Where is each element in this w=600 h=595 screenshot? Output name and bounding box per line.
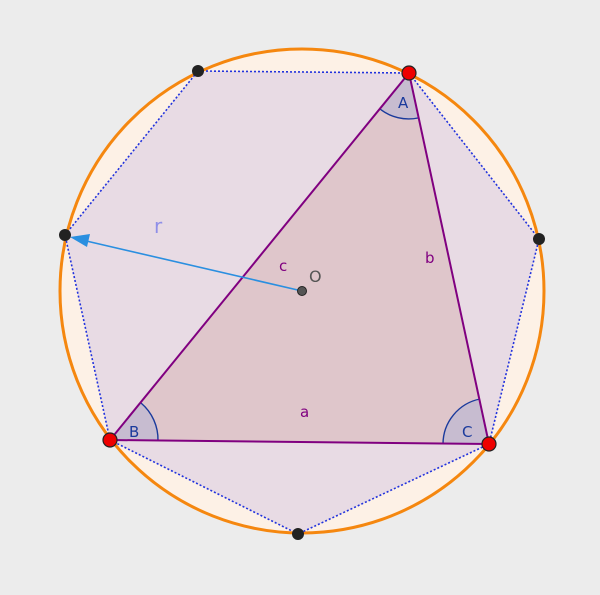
- heptagon-vertex[interactable]: [533, 233, 545, 245]
- radius-line: [81, 239, 303, 292]
- side-a: [109, 439, 490, 445]
- center-label: O: [309, 267, 322, 286]
- side-a-label: a: [300, 403, 309, 421]
- side-c: [109, 72, 410, 441]
- angle-marker-b: [110, 403, 159, 441]
- vertex-b-point[interactable]: [102, 432, 118, 448]
- side-b-label: b: [425, 249, 435, 267]
- side-c-label: c: [279, 257, 287, 275]
- angle-marker-c: [443, 399, 489, 444]
- angle-arc-a: [379, 108, 419, 120]
- radius-label: r: [154, 214, 163, 238]
- heptagon-vertex[interactable]: [192, 65, 204, 77]
- side-b: [408, 72, 490, 445]
- vertex-c-label: C: [462, 423, 472, 441]
- heptagon-vertex[interactable]: [59, 229, 71, 241]
- vertex-c-point[interactable]: [481, 436, 497, 452]
- angle-arc-c: [442, 398, 481, 445]
- vertex-a-label: A: [398, 94, 409, 112]
- angle-marker-a: [380, 73, 418, 119]
- angle-arc-b: [140, 402, 159, 442]
- center-point[interactable]: [297, 286, 307, 296]
- radius-arrowhead: [70, 234, 90, 247]
- vertex-a-point[interactable]: [401, 65, 417, 81]
- heptagon-vertex[interactable]: [292, 528, 304, 540]
- triangle-abc: [110, 73, 489, 444]
- vertex-b-label: B: [129, 423, 139, 441]
